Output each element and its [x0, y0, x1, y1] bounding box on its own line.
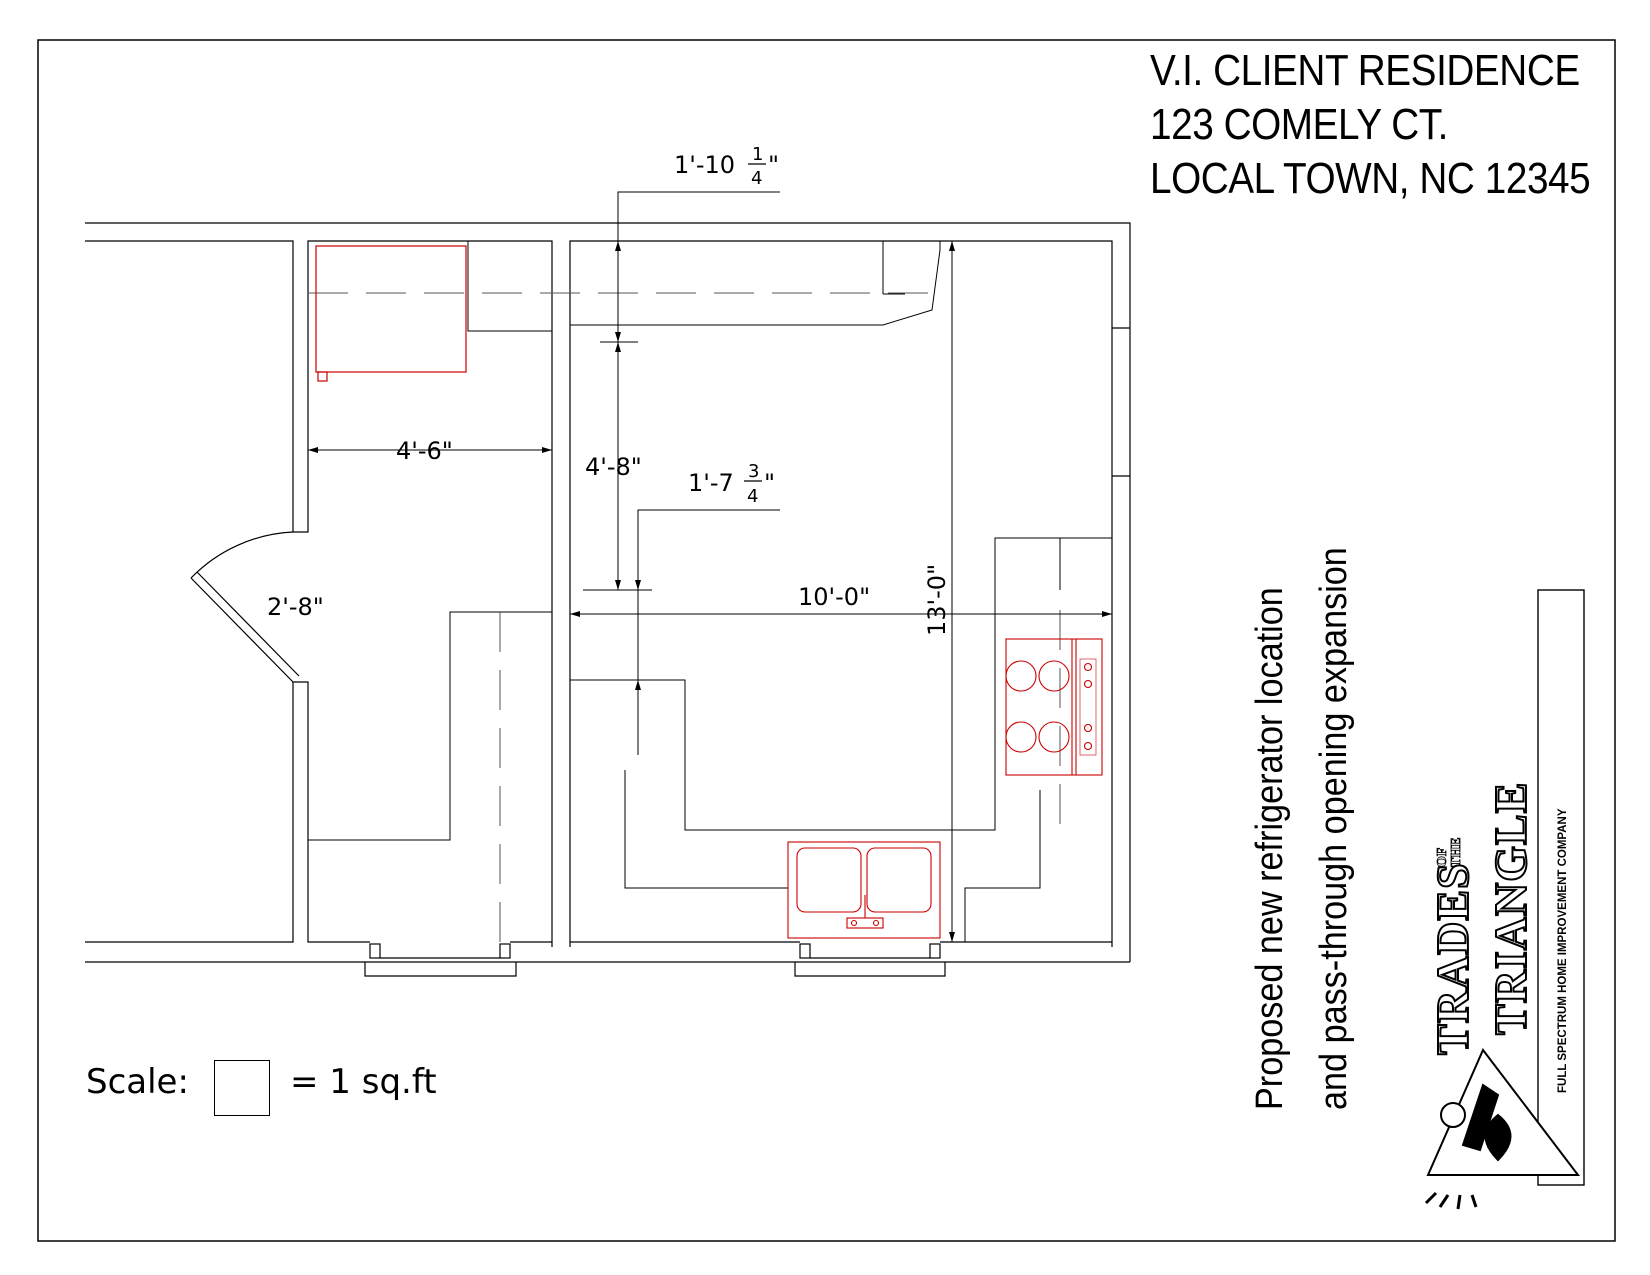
dim-1-7-inch-mark: ": [764, 469, 775, 497]
dim-4-6: 4'-6": [396, 437, 453, 465]
logo-triangle-emblem: [1426, 1048, 1581, 1176]
dim-1-7-numerator: 3: [748, 461, 759, 482]
scale-prefix: Scale:: [86, 1062, 189, 1102]
title-address: 123 COMELY CT.: [1150, 100, 1448, 149]
logo-rays: [1424, 1191, 1478, 1210]
company-logo: FULL SPECTRUM HOME IMPROVEMENT COMPANY T…: [1424, 589, 1585, 1210]
logo-tagline: FULL SPECTRUM HOME IMPROVEMENT COMPANY: [1557, 808, 1569, 1093]
dim-1-7-three-quarter: 1'-7: [688, 469, 734, 497]
proposal-note: Proposed new refrigerator location and p…: [1238, 485, 1366, 1110]
dim-1-7-denominator: 4: [747, 486, 758, 507]
kitchen-sink: [787, 841, 941, 939]
logo-word-the: THE: [1449, 837, 1464, 867]
refrigerator: [315, 245, 467, 382]
dim-4-8: 4'-8": [585, 453, 642, 481]
dim-1-10-denominator: 4: [751, 168, 762, 189]
note-line-2: and pass-through opening expansion: [1313, 547, 1355, 1110]
note-line-1: Proposed new refrigerator location: [1249, 587, 1291, 1110]
dim-1-10-quarter: 1'-10: [674, 151, 735, 179]
title-client: V.I. CLIENT RESIDENCE: [1150, 46, 1580, 95]
scale-square: [214, 1060, 270, 1116]
scale-suffix: = 1 sq.ft: [290, 1062, 437, 1102]
walls: [85, 222, 1131, 977]
dimension-lines: [308, 191, 1112, 942]
dim-13-0: 13'-0": [923, 564, 951, 636]
dashed-lines: [308, 292, 1061, 942]
dim-2-8: 2'-8": [267, 593, 324, 621]
sheet-border: [37, 39, 1616, 1242]
dim-10-0: 10'-0": [798, 583, 870, 611]
range-stove: [1005, 638, 1103, 776]
dim-1-10-inch-mark: ": [768, 151, 779, 179]
cabinets: [308, 240, 1112, 942]
title-city: LOCAL TOWN, NC 12345: [1150, 154, 1591, 203]
logo-word-trades: TRADES: [1427, 862, 1478, 1055]
dim-1-10-numerator: 1: [752, 144, 763, 165]
logo-word-of: OF: [1435, 848, 1450, 867]
logo-word-triangle: TRIANGLE: [1485, 782, 1536, 1035]
